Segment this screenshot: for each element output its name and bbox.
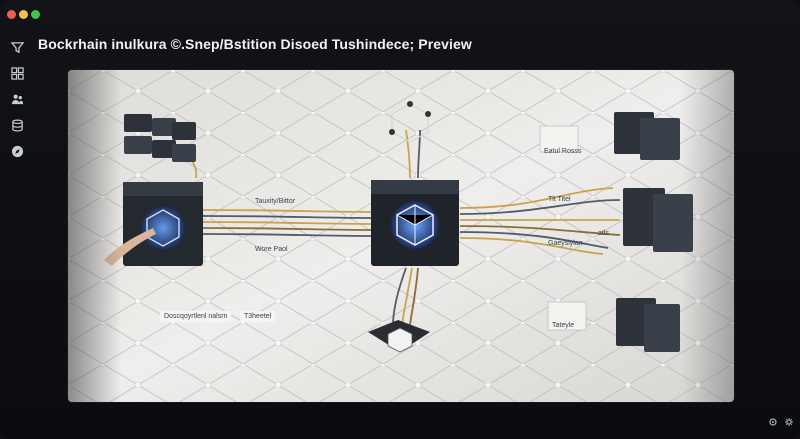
close-window-button[interactable] — [7, 10, 16, 19]
footer-toolbar — [768, 417, 794, 427]
grid-icon[interactable] — [10, 66, 24, 80]
preview-image: Tauxity/Bittor Wore Paol Tlt Titel Gaeys… — [68, 70, 734, 402]
users-icon[interactable] — [10, 92, 24, 106]
compass-icon[interactable] — [10, 144, 24, 158]
label-right-mid: Gaeyslylan — [548, 240, 583, 247]
label-right-tag-b: Tateyle — [552, 322, 575, 329]
gear-icon[interactable] — [784, 417, 794, 427]
minimize-window-button[interactable] — [19, 10, 28, 19]
label-right-tag-a: Eatul Rosss — [544, 148, 582, 155]
label-right-small: atls — [598, 230, 609, 237]
label-right-top: Tlt Titel — [548, 196, 571, 203]
label-bottom-left: Doscqoyrtlenl nalsrn — [160, 311, 232, 322]
label-left-top: Tauxity/Bittor — [255, 198, 296, 205]
blockchain-network-illustration — [68, 70, 734, 402]
label-left-bottom: Wore Paol — [255, 246, 288, 253]
title-bar — [0, 0, 800, 26]
maximize-window-button[interactable] — [31, 10, 40, 19]
database-icon[interactable] — [10, 118, 24, 132]
sidebar — [0, 26, 34, 439]
label-bottom-badge: T3heetel — [240, 311, 276, 322]
page-title: Bockrhain inulkura ©.Snep/Bstition Disoe… — [38, 36, 472, 52]
settings-icon[interactable] — [768, 417, 778, 427]
filter-icon[interactable] — [10, 40, 24, 54]
